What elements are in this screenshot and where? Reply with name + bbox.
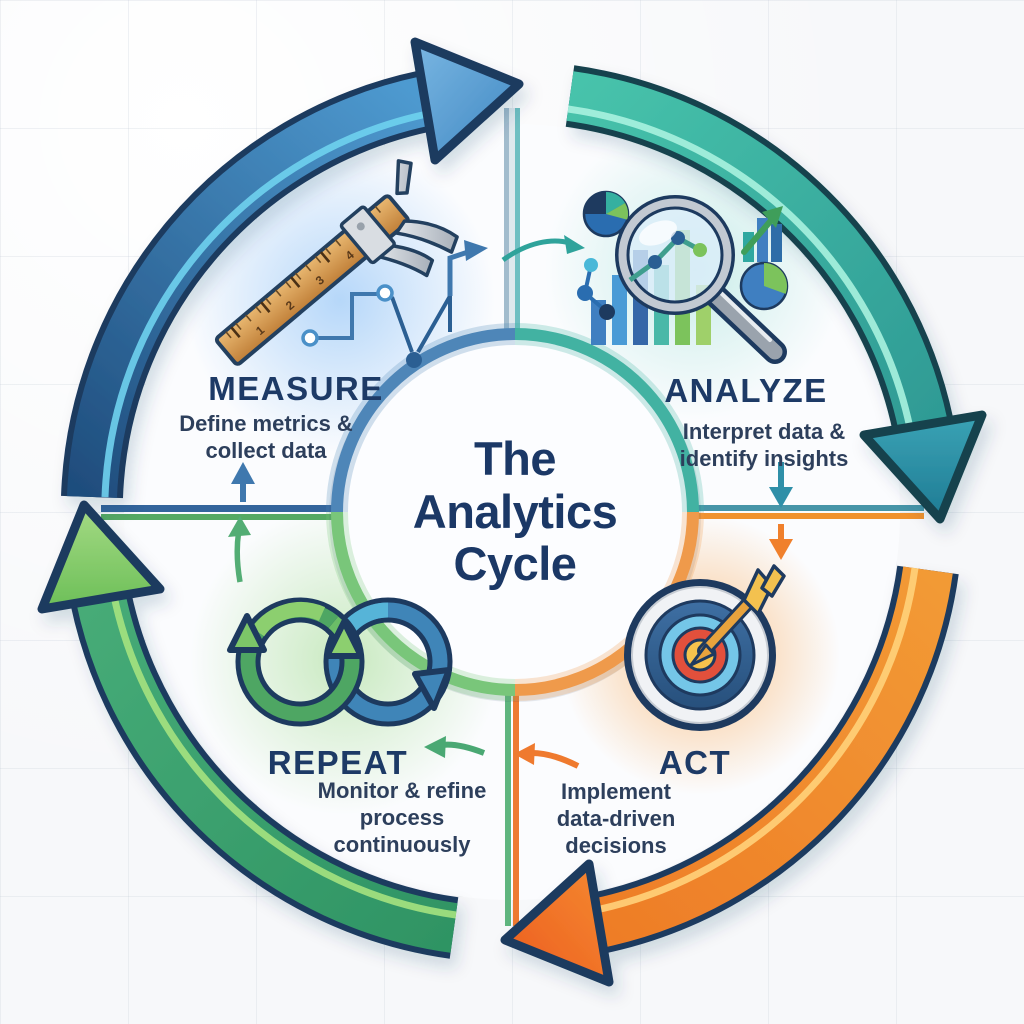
magnifier-charts-icon [577,190,789,364]
pie-chart-bottom [739,261,789,311]
ring-arc-analyze [565,65,954,432]
magnifier [615,195,787,364]
loop-arrows-icon [227,597,453,727]
ring-arc-measure [61,70,432,499]
growth-arrow [741,206,783,255]
connector-act-to-repeat [424,736,580,769]
quadrant-desc-measure: Define metrics & collect data [179,411,353,463]
divider-left [101,505,337,520]
ring-arrowhead-top [410,37,524,165]
pie-chart-top [582,190,630,238]
ring-arc-repeat [70,592,459,959]
connector-repeat-to-measure [228,462,255,583]
quadrant-desc-repeat: Monitor & refine process continuously [317,777,487,857]
quadrant-desc-act: Implement data-driven decisions [556,778,676,858]
divider-top [504,108,520,338]
quadrant-title-repeat: REPEAT [267,744,409,781]
divider-bottom [505,688,519,926]
node-link-motif [301,240,488,368]
scatter-dots [577,258,615,320]
ring-arrowhead-left [37,500,165,614]
center-title: The Analytics Cycle [412,432,618,591]
caliper-ruler-icon: 1 2 3 4 [214,159,488,368]
ring-arrowhead-bottom [500,859,614,987]
dart-arrow [689,564,786,667]
target-arrow-icon [624,564,786,731]
divider-right [690,505,924,519]
quadrant-title-analyze: ANALYZE [664,372,828,409]
connector-analyze-to-act [769,462,793,560]
quadrant-title-act: ACT [658,744,732,781]
quadrant-desc-analyze: Interpret data & identify insights [679,419,849,471]
connector-measure-to-analyze [501,235,585,263]
ring-arrowhead-right [859,410,987,524]
quadrant-title-measure: MEASURE [208,370,384,407]
ring-arc-act [592,565,959,954]
